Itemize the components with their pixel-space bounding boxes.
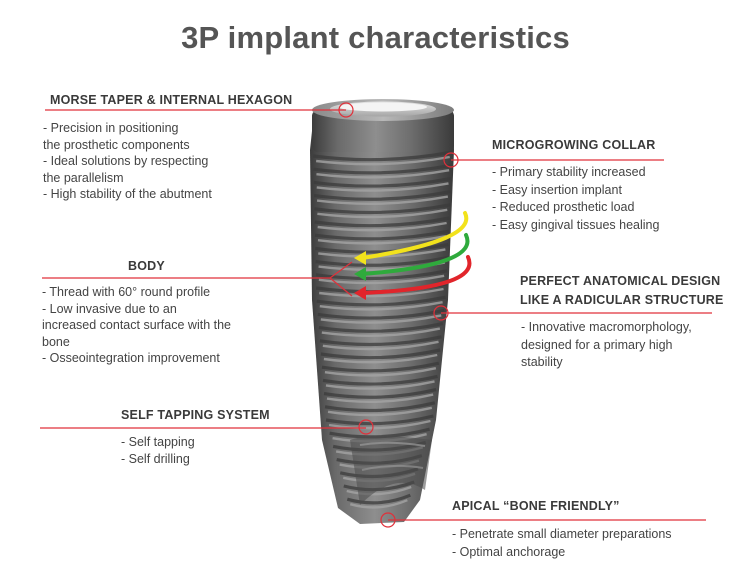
list-item: - Penetrate small diameter preparations	[452, 527, 672, 541]
thread-crest	[346, 485, 412, 496]
page-title: 3P implant characteristics	[181, 20, 570, 55]
thread-groove	[320, 348, 441, 360]
thread-crest	[322, 340, 439, 351]
thread-groove	[315, 256, 449, 267]
thread-groove	[313, 176, 452, 188]
yellow-arrowhead	[354, 251, 366, 265]
thread-crest	[317, 221, 447, 232]
list-item: - High stability of the abutment	[43, 187, 212, 201]
green-arrowhead	[354, 267, 366, 281]
callout-markers	[338, 102, 459, 528]
thread-groove	[322, 374, 438, 386]
list-item: increased contact surface with the	[42, 318, 231, 332]
implant-body	[310, 99, 454, 524]
red-arrow	[360, 255, 472, 295]
marker-morse-taper	[338, 102, 354, 118]
anatomical-heading: PERFECT ANATOMICAL DESIGN LIKE A RADICUL…	[520, 272, 724, 310]
thread-crest	[328, 419, 431, 430]
thread-crest	[321, 327, 441, 337]
thread-crest	[323, 353, 438, 364]
thread-groove	[324, 401, 436, 413]
list-item: designed for a primary high	[521, 337, 673, 352]
list-item: the prosthetic components	[43, 137, 190, 152]
list-item: - Easy gingival tissues healing	[492, 217, 660, 232]
thread-groove	[319, 335, 442, 347]
body-list: - Thread with 60° round profile - Low in…	[42, 284, 231, 367]
list-item: - Innovative macromorphology,	[521, 320, 692, 334]
marker-anatomical	[433, 305, 449, 321]
anatomical-list: - Innovative macromorphology, designed f…	[521, 319, 692, 372]
marker-apical	[380, 512, 396, 528]
list-item: - Self drilling	[121, 451, 190, 466]
thread-crest	[326, 393, 434, 403]
marker-microgrowing	[443, 152, 459, 168]
list-item: - Self tapping	[121, 435, 195, 449]
list-item: stability	[521, 355, 563, 369]
leader-lines	[40, 109, 712, 521]
morse-taper-heading: MORSE TAPER & INTERNAL HEXAGON	[50, 93, 293, 107]
thread-groove	[323, 388, 437, 399]
list-item: - Optimal anchorage	[452, 544, 566, 559]
leader-body-diag-2	[329, 277, 353, 297]
thread-groove	[314, 229, 450, 241]
self-tapping-heading: SELF TAPPING SYSTEM	[121, 408, 270, 422]
thread-groove	[315, 242, 449, 254]
list-item: - Easy insertion implant	[492, 182, 622, 197]
thread-groove	[346, 493, 411, 505]
microgrowing-heading: MICROGROWING COLLAR	[492, 138, 656, 152]
thread-groove	[314, 216, 450, 228]
list-item: - Osseointegration improvement	[42, 351, 220, 365]
thread-groove	[317, 308, 445, 320]
list-item: the parallelism	[43, 170, 124, 185]
thread-groove	[314, 203, 451, 215]
list-item: bone	[42, 334, 70, 349]
apical-heading: APICAL “BONE FRIENDLY”	[452, 499, 620, 513]
list-item: - Reduced prosthetic load	[492, 200, 635, 214]
thread-groove	[312, 150, 454, 162]
body-heading: BODY	[128, 259, 165, 273]
thread-crest	[315, 155, 450, 166]
yellow-arrow	[360, 211, 469, 260]
red-arrowhead	[354, 286, 366, 300]
green-arrow	[360, 233, 470, 276]
list-item: - Thread with 60° round profile	[42, 285, 211, 299]
thread-crest	[316, 182, 449, 192]
thread-groove	[321, 361, 440, 373]
thread-groove	[318, 322, 444, 333]
anatomical-heading-line: LIKE A RADICULAR STRUCTURE	[520, 293, 724, 307]
thread-crest	[349, 499, 408, 509]
thread-groove	[316, 295, 446, 307]
microgrowing-list: - Primary stability increased - Easy ins…	[492, 164, 659, 234]
thread-crest	[319, 287, 444, 298]
thread-crest	[316, 169, 450, 179]
leader-body-diag-1	[329, 261, 353, 279]
rotation-arrows	[354, 211, 472, 300]
thread-crest	[316, 195, 449, 205]
thread-crest	[324, 367, 437, 377]
thread-groove	[313, 190, 452, 201]
anatomical-heading-line: PERFECT ANATOMICAL DESIGN	[520, 274, 721, 288]
apical-list: - Penetrate small diameter preparations …	[452, 526, 672, 561]
thread-crest	[327, 406, 433, 417]
thread-groove	[313, 163, 453, 175]
list-item: - Ideal solutions by respecting	[43, 154, 209, 168]
morse-taper-list: - Precision in positioning the prostheti…	[43, 120, 212, 203]
thread-crest	[318, 274, 445, 285]
thread-groove	[325, 414, 434, 426]
list-item: - Precision in positioning	[43, 121, 179, 135]
implant-threads	[312, 150, 454, 509]
thread-groove	[315, 269, 448, 281]
thread-crest	[319, 301, 443, 311]
list-item: - Low invasive due to an	[42, 301, 177, 316]
marker-self-tapping	[358, 419, 374, 435]
thread-crest	[325, 380, 435, 390]
thread-crest	[320, 314, 442, 324]
thread-crest	[317, 235, 447, 245]
list-item: - Primary stability increased	[492, 165, 646, 179]
thread-crest	[317, 208, 448, 219]
self-tapping-list: - Self tapping - Self drilling	[121, 434, 195, 467]
